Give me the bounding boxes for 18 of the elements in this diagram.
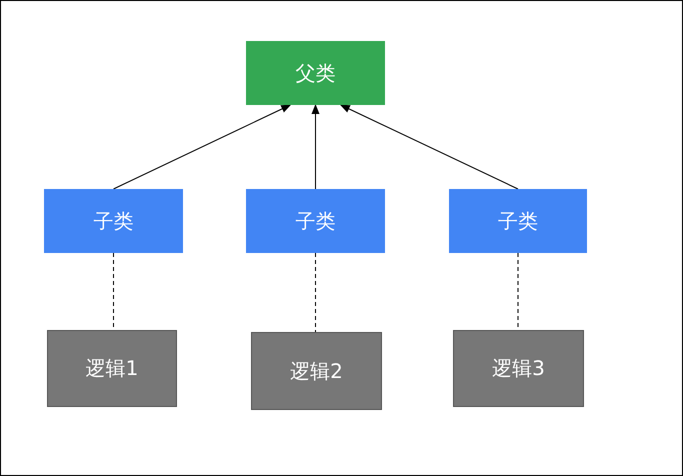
child-class-box <box>246 189 385 253</box>
box-label: 父类 <box>296 60 336 86</box>
box-label: 逻辑1 <box>86 355 138 382</box>
arrow <box>340 104 518 190</box>
arrow <box>113 104 292 190</box>
dashed-line <box>315 252 316 332</box>
box-label: 子类 <box>94 208 134 234</box>
logic-box <box>251 332 382 410</box>
box-label: 子类 <box>296 208 336 234</box>
parent-class-box <box>246 41 385 105</box>
box-label: 逻辑2 <box>290 358 343 384</box>
logic-box <box>47 330 177 407</box>
logic-box <box>453 330 584 407</box>
arrow <box>312 104 320 190</box>
box-label: 逻辑3 <box>492 355 545 382</box>
child-class-box <box>449 189 587 253</box>
box-label: 子类 <box>498 208 538 234</box>
child-class-box <box>44 189 183 253</box>
